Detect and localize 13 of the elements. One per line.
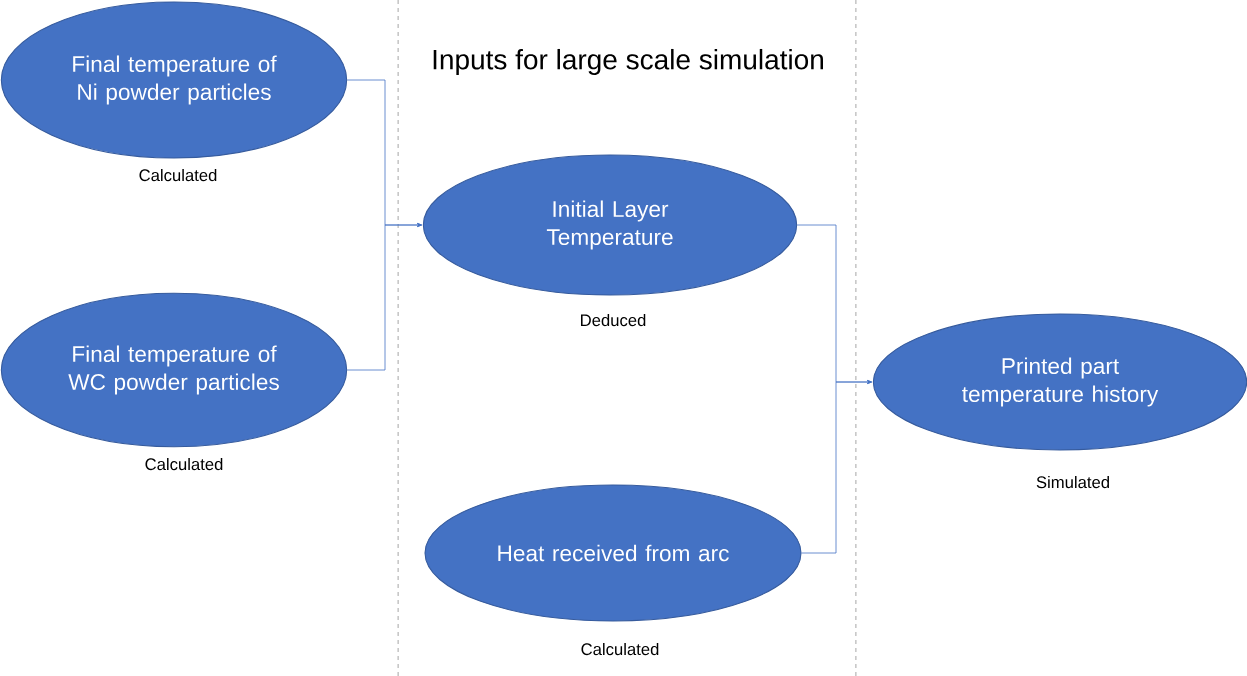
connector-arrow	[801, 380, 873, 554]
caption-text: Deduced	[581, 313, 646, 327]
ellipse-node: Final temperature of WC powder particles	[0, 292, 348, 448]
ellipse-node: Heat received from arc	[424, 484, 802, 622]
caption-text: Calculated	[581, 642, 659, 656]
caption-text: Calculated	[145, 457, 223, 471]
ellipse-node: Final temperature of Ni powder particles	[0, 1, 348, 159]
title: Inputs for large scale simulation	[433, 48, 823, 76]
caption-text: Calculated	[139, 168, 217, 182]
ellipse-node: Initial Layer Temperature	[422, 154, 798, 296]
ellipse-node: Printed part temperature history	[872, 313, 1247, 451]
caption-text: Simulated	[1036, 475, 1109, 489]
connector-arrow	[346, 223, 423, 371]
